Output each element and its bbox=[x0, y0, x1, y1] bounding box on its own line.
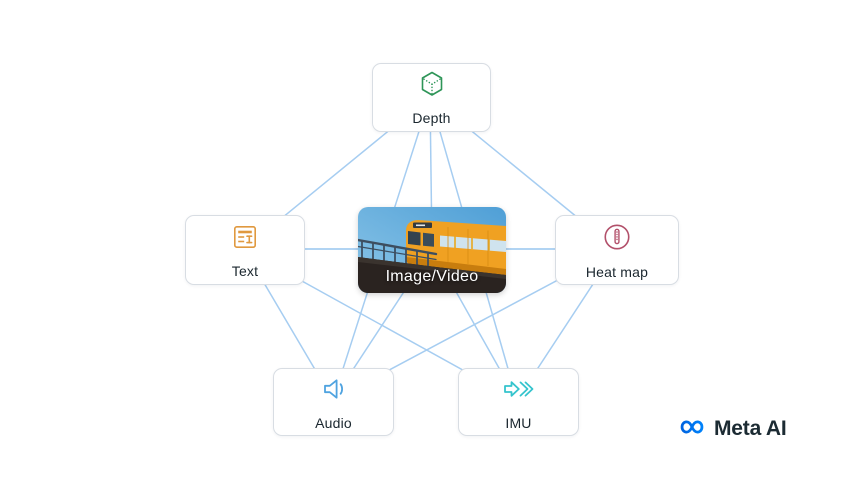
node-depth: Depth bbox=[372, 63, 491, 132]
document-icon bbox=[230, 222, 260, 257]
node-imu: IMU bbox=[458, 368, 579, 436]
node-heat-map-label: Heat map bbox=[585, 263, 649, 280]
node-audio-label: Audio bbox=[315, 414, 352, 431]
meta-ai-wordmark: Meta AI bbox=[714, 417, 787, 440]
speaker-icon bbox=[318, 374, 350, 409]
node-image-video-label: Image/Video bbox=[385, 268, 479, 285]
node-heat-map: Heat map bbox=[555, 215, 679, 285]
meta-ai-logo: Meta AI bbox=[676, 413, 787, 445]
thermometer-icon bbox=[601, 221, 633, 258]
node-audio: Audio bbox=[273, 368, 394, 436]
cube-icon bbox=[417, 69, 447, 104]
node-image-video: Image/Video bbox=[358, 207, 506, 293]
node-text-label: Text bbox=[231, 262, 259, 279]
node-imu-label: IMU bbox=[505, 414, 532, 431]
meta-infinity-icon bbox=[676, 416, 708, 443]
node-depth-label: Depth bbox=[412, 110, 451, 126]
train-photo bbox=[358, 207, 506, 293]
node-text: Text bbox=[185, 215, 305, 285]
motion-arrow-icon bbox=[500, 374, 538, 409]
